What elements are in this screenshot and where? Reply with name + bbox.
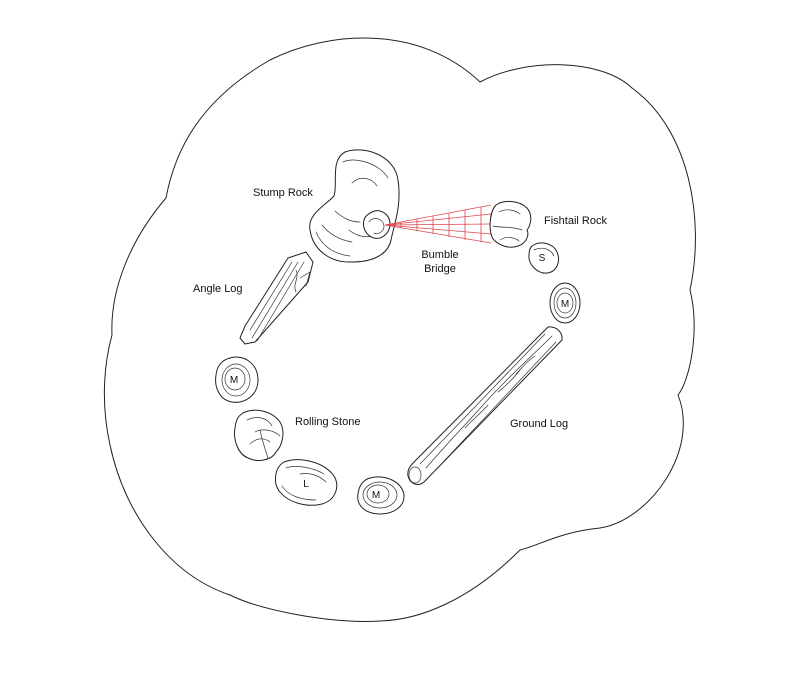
s-marker: S [528, 242, 560, 274]
label-fishtail-rock: Fishtail Rock [544, 215, 607, 227]
label-bumble-bridge-2: Bridge [424, 263, 456, 275]
rolling-stone [234, 409, 284, 461]
m-marker-right: M [549, 282, 581, 324]
label-rolling-stone: Rolling Stone [295, 416, 360, 428]
label-angle-log: Angle Log [193, 283, 243, 295]
angle-log [239, 251, 314, 345]
course-boundary [103, 37, 696, 622]
m-marker-left: M [215, 356, 259, 403]
m-marker-right-label: M [561, 299, 569, 310]
l-marker-rock: L [275, 459, 338, 506]
m-marker-left-label: M [230, 375, 238, 386]
stump-rock [309, 149, 400, 263]
m-marker-bottom: M [357, 476, 405, 515]
label-bumble-bridge-1: Bumble [421, 249, 458, 261]
m-marker-bottom-label: M [372, 490, 380, 501]
bumble-bridge-lines [384, 204, 492, 244]
fishtail-rock [489, 200, 532, 248]
s-marker-label: S [539, 253, 546, 264]
label-ground-log: Ground Log [510, 418, 568, 430]
label-stump-rock: Stump Rock [253, 187, 313, 199]
ground-log [407, 326, 563, 485]
l-marker-label: L [303, 479, 309, 490]
